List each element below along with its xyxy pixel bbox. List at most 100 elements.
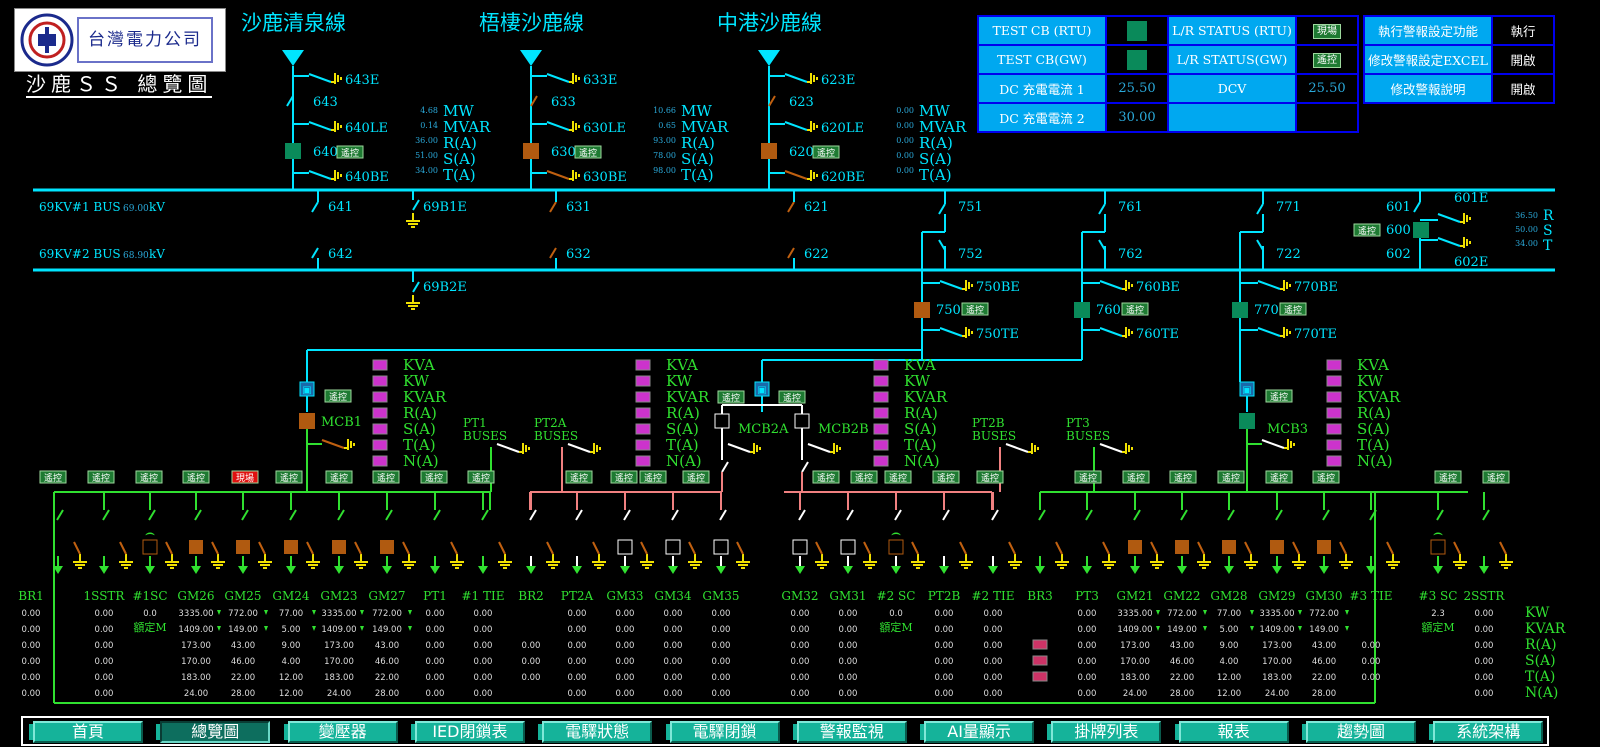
tr-bay-750-remote-badge[interactable] xyxy=(961,302,989,316)
feeder-gm27-breaker[interactable] xyxy=(380,540,394,554)
test-cb-rtu-indicator[interactable] xyxy=(1105,15,1169,46)
feeder-remote-badge[interactable] xyxy=(976,470,1004,484)
feeder-br2-disconnect xyxy=(529,509,537,521)
nav-button-2[interactable]: 變壓器 xyxy=(283,721,398,743)
feeder-remote-badge[interactable] xyxy=(1434,470,1462,484)
tr-bay-770-breaker[interactable] xyxy=(1232,302,1248,318)
feeder-gm28-breaker[interactable] xyxy=(1222,540,1236,554)
feeder-remote-badge[interactable] xyxy=(275,470,303,484)
line-3-breaker[interactable] xyxy=(761,143,777,159)
mcb1-remote-badge[interactable] xyxy=(324,389,352,403)
test-cb-gw-indicator[interactable] xyxy=(1105,44,1169,75)
line-1-remote-badge[interactable] xyxy=(336,145,364,159)
feeder-remote-badge[interactable] xyxy=(182,470,210,484)
feeder-gm35-breaker[interactable] xyxy=(713,539,729,555)
nav-button-9[interactable]: 報表 xyxy=(1174,721,1289,743)
feeder-remote-badge[interactable] xyxy=(372,470,400,484)
feeder-gm29-breaker[interactable] xyxy=(1270,540,1284,554)
feeder-gm31-value-na: 0.00 xyxy=(839,689,858,699)
feeder-remote-badge[interactable] xyxy=(1074,470,1102,484)
mcb2b-breaker[interactable] xyxy=(794,413,810,429)
feeder-remote-badge[interactable] xyxy=(325,470,353,484)
mcb2b-ground-sw-blade xyxy=(807,443,831,453)
tr-bay-770-remote-badge[interactable] xyxy=(1279,302,1307,316)
feeder-gm24-breaker[interactable] xyxy=(284,540,298,554)
alarm-excel-open-button[interactable]: 開啟 xyxy=(1491,44,1555,75)
feeder-local-badge[interactable] xyxy=(231,470,259,484)
feeder-gm22-breaker[interactable] xyxy=(1175,540,1189,554)
lv-meas-3-indicator xyxy=(873,423,889,435)
feeder-2sstr-value-sa: 0.00 xyxy=(1475,657,1494,667)
feeder-gm30-breaker[interactable] xyxy=(1317,540,1331,554)
feeder-gm23-breaker[interactable] xyxy=(332,540,346,554)
feeder-remote-badge[interactable] xyxy=(639,470,667,484)
feeder-remote-badge[interactable] xyxy=(1169,470,1197,484)
feeder-1sc-breaker[interactable] xyxy=(142,539,158,555)
nav-button-5[interactable]: 電驛閉鎖 xyxy=(665,721,780,743)
feeder-gm22-value-kw: 772.00 xyxy=(1167,609,1197,619)
nav-button-11[interactable]: 系統架構 xyxy=(1429,721,1544,743)
feeder-3sc-breaker[interactable] xyxy=(1430,539,1446,555)
feeder-remote-badge[interactable] xyxy=(1265,470,1293,484)
feeder-gm28-name: GM28 xyxy=(1210,589,1247,603)
nav-button-1[interactable]: 總覽圖 xyxy=(156,721,271,743)
bay600-breaker[interactable] xyxy=(1413,222,1429,238)
feeder-remote-badge[interactable] xyxy=(1122,470,1150,484)
alarm-description-open-button[interactable]: 開啟 xyxy=(1491,73,1555,104)
feeder-gm26-breaker[interactable] xyxy=(189,540,203,554)
feeder-remote-badge-text: 遙控 xyxy=(570,472,588,484)
feeder-remote-badge[interactable] xyxy=(87,470,115,484)
feeder-remote-badge[interactable] xyxy=(565,470,593,484)
feeder-remote-badge[interactable] xyxy=(850,470,878,484)
mcb2b-remote-badge[interactable] xyxy=(778,390,806,404)
mcb2a-breaker[interactable] xyxy=(714,413,730,429)
line-2-breaker[interactable] xyxy=(523,143,539,159)
feeder-br3-ground-sw xyxy=(1055,541,1063,555)
line-1-bus2-label: 642 xyxy=(328,247,353,262)
mcb3-breaker[interactable] xyxy=(1239,413,1255,429)
feeder-2sc-breaker[interactable] xyxy=(888,539,904,555)
line-2-remote-badge[interactable] xyxy=(574,145,602,159)
feeder-gm34-breaker[interactable] xyxy=(665,539,681,555)
feeder-gm32-breaker[interactable] xyxy=(792,539,808,555)
feeder-1tie-name: #1 TIE xyxy=(461,589,504,603)
nav-button-8[interactable]: 掛牌列表 xyxy=(1047,721,1162,743)
feeder-3sc-ground-sw xyxy=(1453,541,1461,555)
feeder-gm21-breaker[interactable] xyxy=(1128,540,1142,554)
feeder-remote-badge[interactable] xyxy=(610,470,638,484)
taipower-logo: 台灣電力公司 xyxy=(14,8,226,72)
feeder-remote-badge[interactable] xyxy=(682,470,710,484)
feeder-gm25-breaker[interactable] xyxy=(236,540,250,554)
mcb1-breaker[interactable] xyxy=(299,413,315,429)
line-3-remote-badge[interactable] xyxy=(812,145,840,159)
feeder-remote-badge[interactable] xyxy=(467,470,495,484)
feeder-remote-badge[interactable] xyxy=(1217,470,1245,484)
feeder-remote-badge[interactable] xyxy=(135,470,163,484)
nav-button-3[interactable]: IED閉鎖表 xyxy=(410,721,525,743)
feeder-remote-badge[interactable] xyxy=(812,470,840,484)
feeder-remote-badge[interactable] xyxy=(884,470,912,484)
feeder-gm33-breaker[interactable] xyxy=(617,539,633,555)
nav-button-10[interactable]: 趨勢圖 xyxy=(1302,721,1416,743)
nav-button-6[interactable]: 警報監視 xyxy=(792,721,907,743)
mcb2a-remote-badge[interactable] xyxy=(717,390,745,404)
feeder-remote-badge-text: 遙控 xyxy=(889,472,907,484)
nav-button-0[interactable]: 首頁 xyxy=(29,721,143,743)
nav-button-7[interactable]: AI量顯示 xyxy=(920,721,1035,743)
feeder-remote-badge[interactable] xyxy=(39,470,67,484)
feeder-remote-badge[interactable] xyxy=(1312,470,1340,484)
lr-status-gw-value[interactable]: 遙控 xyxy=(1295,44,1359,75)
nav-button-4[interactable]: 電驛狀態 xyxy=(538,721,653,743)
feeder-remote-badge[interactable] xyxy=(1482,470,1510,484)
feeder-remote-badge[interactable] xyxy=(932,470,960,484)
tr-bay-750-breaker[interactable] xyxy=(914,302,930,318)
line-1-breaker[interactable] xyxy=(285,143,301,159)
alarm-setting-execute-button[interactable]: 執行 xyxy=(1491,15,1555,46)
tr-bay-760-breaker[interactable] xyxy=(1074,302,1090,318)
feeder-gm31-breaker[interactable] xyxy=(840,539,856,555)
tr-bay-760-remote-badge[interactable] xyxy=(1121,302,1149,316)
feeder-remote-badge[interactable] xyxy=(420,470,448,484)
mcb3-remote-badge[interactable] xyxy=(1265,389,1293,403)
bay600-remote-badge[interactable] xyxy=(1353,223,1381,237)
lr-status-rtu-value[interactable]: 現場 xyxy=(1295,15,1359,46)
